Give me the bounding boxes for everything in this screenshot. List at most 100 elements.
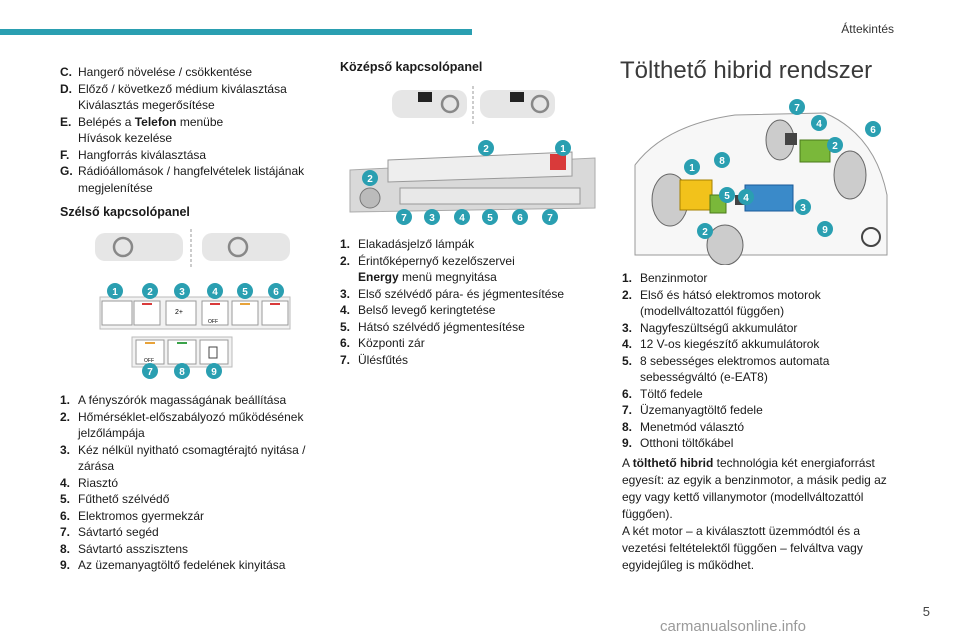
badge: 5 bbox=[487, 213, 493, 224]
badge: 3 bbox=[800, 203, 806, 214]
list-item: 7.Üzemanyagtöltő fedele bbox=[622, 403, 763, 417]
list-item: 9.Az üzemanyagtöltő fedelének kinyitása bbox=[60, 558, 286, 572]
button: OFF bbox=[201, 300, 229, 326]
badge: 2 bbox=[832, 141, 838, 152]
list-item: 5.Fűthető szélvédő bbox=[60, 492, 170, 506]
list-item: 1.Elakadásjelző lámpák bbox=[340, 237, 475, 251]
hazard-button bbox=[550, 154, 566, 170]
list-item: 4.12 V-os kiegészítő akkumulátorok bbox=[622, 337, 820, 351]
badge-7: 7 bbox=[147, 367, 153, 378]
badge: 7 bbox=[794, 103, 800, 114]
list-item: 2.Első és hátsó elektromos motorok(model… bbox=[622, 287, 821, 319]
badge: 6 bbox=[870, 125, 876, 136]
list-item: 3.Kéz nélkül nyitható csomagtérajtó nyit… bbox=[60, 442, 306, 474]
badge: 4 bbox=[743, 193, 749, 204]
button bbox=[261, 300, 289, 326]
list-item: C.Hangerő növelése / csökkentése bbox=[60, 65, 253, 79]
badge: 9 bbox=[822, 225, 828, 236]
badge-3: 3 bbox=[179, 287, 185, 298]
center-switch-panel-figure: 2 1 2 7 3 4 5 6 7 bbox=[349, 86, 596, 225]
steering-wheel-icon bbox=[440, 94, 460, 114]
badge-9: 9 bbox=[211, 367, 217, 378]
side-panel-legend: 1.A fényszórók magasságának beállítása 2… bbox=[60, 392, 320, 574]
badge: 8 bbox=[719, 156, 725, 167]
steering-wheel-icon bbox=[530, 94, 550, 114]
volume-knob bbox=[359, 187, 381, 209]
button: 2+ bbox=[165, 300, 197, 326]
wheel bbox=[706, 224, 744, 265]
badge-5: 5 bbox=[242, 287, 248, 298]
badge: 2 bbox=[483, 144, 489, 155]
steering-wheel-icon bbox=[112, 236, 134, 258]
badge: 7 bbox=[547, 213, 553, 224]
hybrid-components-legend: 1.Benzinmotor 2.Első és hátsó elektromos… bbox=[622, 270, 897, 452]
list-item: 1.A fényszórók magasságának beállítása bbox=[60, 393, 287, 407]
side-switch-panel-figure: 2+ OFF OFF 1 2 3 4 5 6 7 8 9 bbox=[95, 229, 291, 379]
center-panel-heading: Középső kapcsolópanel bbox=[340, 60, 483, 74]
badge-4: 4 bbox=[212, 287, 218, 298]
off-label: OFF bbox=[208, 319, 218, 325]
button bbox=[133, 300, 161, 326]
badge: 2 bbox=[367, 174, 373, 185]
fuel-flap-button bbox=[199, 339, 229, 365]
list-item: 6.Töltő fedele bbox=[622, 386, 703, 401]
badge: 4 bbox=[459, 213, 465, 224]
media-controls-list: C.Hangerő növelése / csökkentése D.Előző… bbox=[60, 64, 320, 196]
page-number: 5 bbox=[922, 604, 930, 619]
button bbox=[231, 300, 259, 326]
two-plus-label: 2+ bbox=[175, 309, 183, 316]
list-item: 6.Elektromos gyermekzár bbox=[60, 508, 205, 523]
badge: 7 bbox=[401, 213, 407, 224]
list-item: F.Hangforrás kiválasztása bbox=[60, 147, 207, 162]
badge: 3 bbox=[429, 213, 435, 224]
callout-badges bbox=[362, 140, 571, 225]
badge: 2 bbox=[702, 227, 708, 238]
charging-cable-icon bbox=[861, 227, 881, 247]
badge: 1 bbox=[560, 144, 566, 155]
steering-wheel-icon bbox=[227, 236, 249, 258]
center-panel-legend: 1.Elakadásjelző lámpák 2.Érintőképernyő … bbox=[340, 236, 605, 368]
hybrid-description: A tölthető hibrid technológia két energi… bbox=[622, 456, 887, 572]
list-item: 3.Nagyfeszültségű akkumulátor bbox=[622, 320, 798, 335]
page-title: Tölthető hibrid rendszer bbox=[620, 57, 873, 84]
badge: 4 bbox=[816, 119, 822, 130]
wheel bbox=[833, 150, 867, 200]
list-item: 3.Első szélvédő pára- és jégmentesítése bbox=[340, 286, 565, 301]
dashboard-left bbox=[95, 233, 183, 261]
badge-8: 8 bbox=[179, 367, 185, 378]
center-console bbox=[510, 92, 524, 102]
side-panel-heading: Szélső kapcsolópanel bbox=[60, 205, 190, 219]
aux-battery bbox=[785, 133, 797, 145]
headlamp-adjust-switch bbox=[101, 300, 133, 326]
list-item: 4.Belső levegő keringtetése bbox=[340, 303, 496, 317]
list-item: G.Rádióállomások / hangfelvételek listáj… bbox=[60, 164, 305, 195]
petrol-engine bbox=[679, 179, 713, 211]
badge: 6 bbox=[517, 213, 523, 224]
center-console bbox=[418, 92, 432, 102]
callout-badges bbox=[684, 99, 881, 239]
list-item: 7.Ülésfűtés bbox=[340, 352, 409, 367]
rear-motor bbox=[799, 139, 831, 163]
list-item: 6.Központi zár bbox=[340, 336, 425, 350]
badge-1: 1 bbox=[112, 287, 118, 298]
list-item: 5.Hátsó szélvédő jégmentesítése bbox=[340, 319, 525, 334]
button: OFF bbox=[135, 339, 165, 365]
list-item: 7.Sávtartó segéd bbox=[60, 525, 159, 539]
list-item: 8.Sávtartó asszisztens bbox=[60, 541, 189, 556]
climate-buttons-strip bbox=[399, 187, 581, 205]
badge: 1 bbox=[689, 163, 695, 174]
header-accent-bar bbox=[0, 29, 472, 35]
watermark: carmanualsonline.info bbox=[660, 618, 806, 635]
button bbox=[167, 339, 197, 365]
touch-buttons-strip bbox=[387, 151, 573, 183]
callout-badges bbox=[107, 283, 284, 379]
off-label: OFF bbox=[144, 358, 154, 364]
badge-2: 2 bbox=[147, 287, 153, 298]
list-item: 8.Menetmód választó bbox=[622, 419, 745, 434]
section-title: Áttekintés bbox=[841, 22, 894, 36]
